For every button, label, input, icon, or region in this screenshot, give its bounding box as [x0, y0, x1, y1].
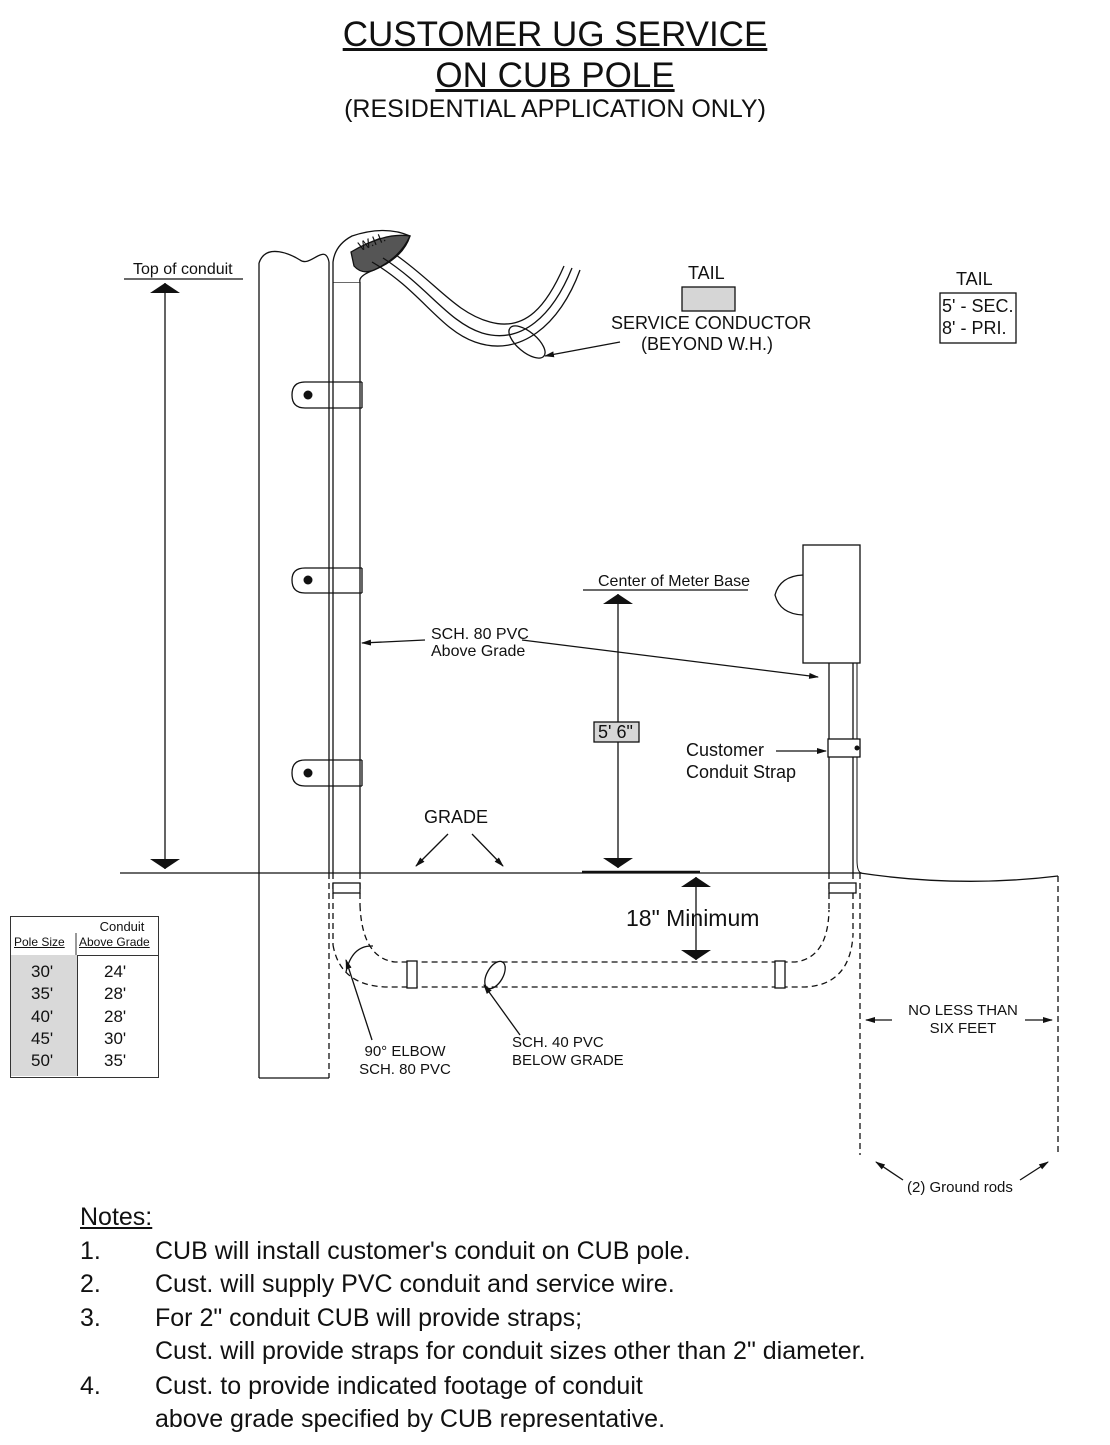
- sch80-label-line2: Above Grade: [431, 643, 526, 660]
- note-number: 4.: [80, 1372, 101, 1400]
- note-number: 2.: [80, 1270, 101, 1298]
- beyond-wh-label: (BEYOND W.H.): [641, 334, 774, 354]
- customer-conduit: [827, 663, 863, 935]
- center-meter-base-label: Center of Meter Base: [598, 573, 751, 590]
- pole-size-header: Pole Size: [14, 935, 65, 949]
- note-text: Cust. to provide indicated footage of co…: [155, 1372, 643, 1400]
- sch80-label-line1: SCH. 80 PVC: [431, 626, 529, 643]
- customer-strap-label-line2: Conduit Strap: [686, 762, 797, 782]
- weatherhead: [332, 229, 411, 283]
- conduit-header-line1: Conduit: [99, 919, 145, 934]
- title-line-2: ON CUB POLE: [435, 56, 675, 95]
- pole-size-table: Conduit Pole Size Above Grade 30' 24' 35…: [10, 916, 159, 1078]
- conduit-cell: 28': [104, 984, 127, 1003]
- six-feet-label: SIX FEET: [929, 1020, 997, 1037]
- pole-size-table-header: Conduit Pole Size Above Grade: [11, 917, 158, 956]
- note-text-continued: Cust. will provide straps for conduit si…: [155, 1337, 866, 1365]
- tail-sec-label: 5' - SEC.: [942, 296, 1014, 316]
- service-conductor-label: SERVICE CONDUCTOR: [611, 313, 812, 333]
- grade-line-right: [859, 872, 1059, 882]
- conduit-header-line2: Above Grade: [79, 935, 150, 949]
- conduit-cell: 24': [104, 962, 127, 981]
- service-conductors: [371, 254, 621, 359]
- conduit-cell: 35': [104, 1051, 127, 1070]
- pole-strap-2: [291, 567, 363, 594]
- utility-pole: [258, 250, 330, 1079]
- note-number: 3.: [80, 1304, 101, 1332]
- notes-heading: Notes:: [80, 1203, 153, 1231]
- pole-strap-1: [291, 381, 363, 409]
- elbow-label-line2: SCH. 80 PVC: [359, 1061, 451, 1078]
- note-text: CUB will install customer's conduit on C…: [155, 1237, 691, 1265]
- pole-strap-3: [291, 759, 363, 787]
- tail-pri-label: 8' - PRI.: [942, 318, 1007, 338]
- meter-height-value: 5' 6": [598, 722, 633, 742]
- sch40-label-line1: SCH. 40 PVC: [512, 1034, 604, 1051]
- tail-heading: TAIL: [688, 263, 725, 283]
- ground-rods-label: (2) Ground rods: [907, 1179, 1013, 1196]
- pole-size-cell: 45': [31, 1029, 54, 1048]
- no-less-than-label: NO LESS THAN: [908, 1002, 1018, 1019]
- minimum-depth-label: 18" Minimum: [626, 905, 760, 931]
- tail-box-heading: TAIL: [956, 269, 993, 289]
- note-text-continued: above grade specified by CUB representat…: [155, 1405, 666, 1433]
- note-text: For 2" conduit CUB will provide straps;: [155, 1304, 583, 1332]
- pole-size-cell: 35': [31, 984, 54, 1003]
- conduit-cell: 28': [104, 1007, 127, 1026]
- pole-size-cell: 30': [31, 962, 54, 981]
- title-line-1: CUSTOMER UG SERVICE: [342, 15, 768, 54]
- meter-base: [774, 544, 861, 664]
- pole-size-cell: 50': [31, 1051, 54, 1070]
- customer-strap-label-line1: Customer: [686, 740, 765, 760]
- underground-conduit: [332, 904, 854, 988]
- sch40-label-line2: BELOW GRADE: [512, 1052, 624, 1069]
- pole-size-cell: 40': [31, 1007, 54, 1026]
- subtitle: (RESIDENTIAL APPLICATION ONLY): [344, 95, 766, 123]
- conduit-cell: 30': [104, 1029, 127, 1048]
- grade-label: GRADE: [424, 807, 489, 827]
- elbow-label-line1: 90° ELBOW: [364, 1043, 446, 1060]
- top-of-conduit-label: Top of conduit: [133, 261, 233, 278]
- note-text: Cust. will supply PVC conduit and servic…: [155, 1270, 675, 1298]
- note-number: 1.: [80, 1237, 101, 1265]
